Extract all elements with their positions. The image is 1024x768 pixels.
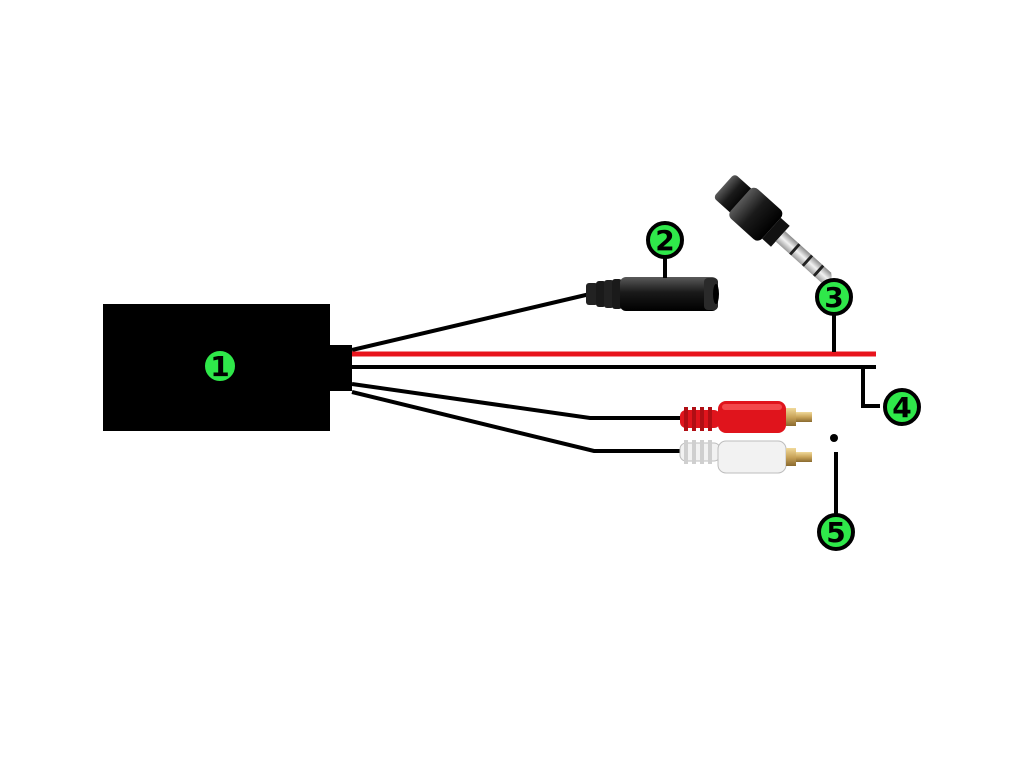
callout-4: 4 xyxy=(883,388,921,426)
svg-text:4: 4 xyxy=(892,391,911,424)
svg-text:2: 2 xyxy=(655,224,674,257)
callout-5: 5 xyxy=(817,513,855,551)
leader-lines xyxy=(663,256,880,514)
leader-5-dot xyxy=(830,434,838,442)
aux-female-jack xyxy=(586,277,719,311)
callout-3: 3 xyxy=(815,278,853,316)
svg-text:3: 3 xyxy=(824,281,843,314)
svg-text:5: 5 xyxy=(826,516,845,549)
callout-1: 1 xyxy=(201,347,239,385)
callout-2: 2 xyxy=(646,221,684,259)
aux-cable xyxy=(351,292,591,352)
leader-4 xyxy=(861,368,880,408)
rca-red-cable xyxy=(351,382,690,420)
rca-white-plug xyxy=(679,440,812,474)
rca-white-cable xyxy=(351,390,690,453)
aux-male-plug xyxy=(714,175,832,284)
rca-red-plug xyxy=(680,401,812,433)
svg-text:1: 1 xyxy=(210,350,229,383)
wires xyxy=(351,292,876,453)
